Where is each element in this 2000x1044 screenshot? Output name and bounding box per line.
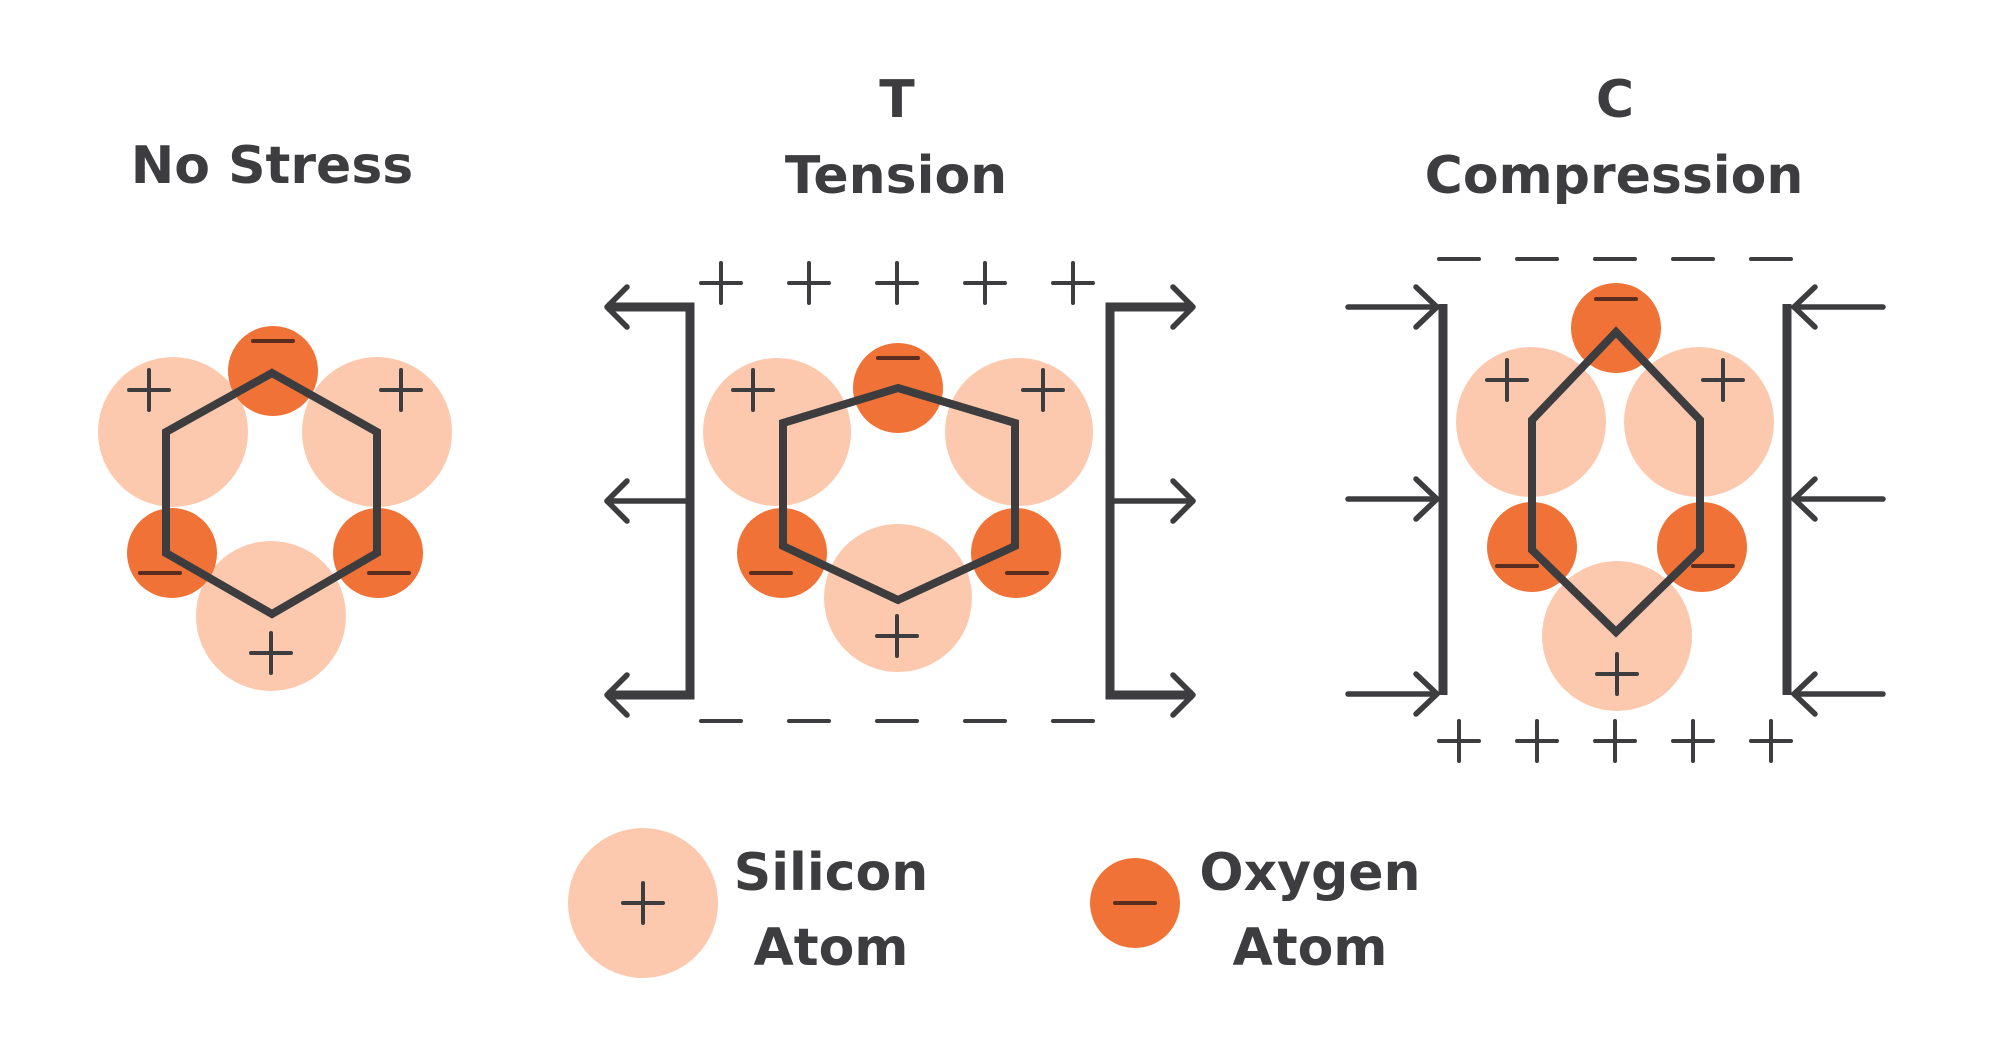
force-arrows-right bbox=[1105, 284, 1196, 718]
plus-icon bbox=[1437, 719, 1481, 763]
panel-compression: C Compression bbox=[1345, 70, 1886, 763]
force-arrows-left bbox=[604, 284, 695, 718]
plus-icon bbox=[1595, 652, 1639, 696]
atom-charges bbox=[1485, 297, 1745, 696]
plus-icon bbox=[1701, 358, 1745, 402]
arrow-left-icon bbox=[1791, 284, 1818, 330]
surface-charges-top bbox=[699, 261, 1095, 305]
legend-label-silicon-line1: Silicon bbox=[734, 843, 929, 903]
hexagon-bond-ring bbox=[162, 368, 381, 619]
surface-charges-bottom bbox=[1437, 719, 1793, 763]
plus-icon bbox=[1749, 719, 1793, 763]
plus-icon bbox=[699, 261, 743, 305]
panel-title-tension: Tension bbox=[785, 146, 1007, 206]
atom-charges bbox=[731, 356, 1065, 658]
legend-item-silicon: Silicon Atom bbox=[568, 828, 928, 978]
plus-icon bbox=[379, 368, 423, 412]
panel-no-stress: No Stress bbox=[98, 136, 452, 691]
plus-icon bbox=[127, 368, 171, 412]
panel-title-no-stress: No Stress bbox=[131, 136, 413, 196]
arrow-right-icon bbox=[1413, 671, 1440, 717]
plus-icon bbox=[1051, 261, 1095, 305]
oxygen-atom bbox=[971, 508, 1061, 598]
arrow-left-icon bbox=[1791, 476, 1818, 522]
arrow-left-icon bbox=[604, 478, 630, 524]
arrow-left-icon bbox=[604, 672, 630, 718]
legend-label-oxygen-line2: Atom bbox=[1232, 918, 1387, 978]
plus-icon bbox=[1593, 719, 1637, 763]
plus-icon bbox=[875, 261, 919, 305]
plus-icon bbox=[1021, 368, 1065, 412]
arrow-right-icon bbox=[1170, 284, 1196, 330]
legend-item-oxygen: Oxygen Atom bbox=[1090, 843, 1421, 978]
force-arrows-left bbox=[1345, 284, 1448, 717]
atom-ring bbox=[98, 326, 452, 691]
silicon-atom bbox=[703, 358, 851, 506]
legend-label-oxygen-line1: Oxygen bbox=[1199, 843, 1420, 903]
panel-tension: T Tension bbox=[604, 70, 1196, 723]
plus-icon bbox=[1671, 719, 1715, 763]
panel-symbol-tension: T bbox=[879, 70, 915, 130]
arrow-right-icon bbox=[1413, 476, 1440, 522]
arrow-right-icon bbox=[1170, 478, 1196, 524]
hexagon-bond-ring bbox=[779, 383, 1019, 605]
panel-title-compression: Compression bbox=[1425, 146, 1804, 206]
plus-icon bbox=[875, 614, 919, 658]
plus-icon bbox=[249, 631, 293, 675]
arrow-right-icon bbox=[1170, 672, 1196, 718]
atom-charges bbox=[127, 339, 423, 675]
plus-icon bbox=[963, 261, 1007, 305]
plus-icon bbox=[621, 881, 665, 925]
hexagon-bond-ring bbox=[1528, 326, 1704, 638]
panel-symbol-compression: C bbox=[1596, 70, 1634, 130]
legend: Silicon Atom Oxygen Atom bbox=[568, 828, 1421, 978]
oxygen-atom bbox=[737, 508, 827, 598]
legend-label-silicon-line2: Atom bbox=[753, 918, 908, 978]
arrow-left-icon bbox=[604, 284, 630, 330]
plus-icon bbox=[1485, 358, 1529, 402]
plus-icon bbox=[787, 261, 831, 305]
plus-icon bbox=[1515, 719, 1559, 763]
force-arrows-right bbox=[1782, 284, 1886, 717]
plus-icon bbox=[731, 368, 775, 412]
arrow-left-icon bbox=[1791, 671, 1818, 717]
atom-ring bbox=[1456, 283, 1774, 711]
arrow-right-icon bbox=[1413, 284, 1440, 330]
